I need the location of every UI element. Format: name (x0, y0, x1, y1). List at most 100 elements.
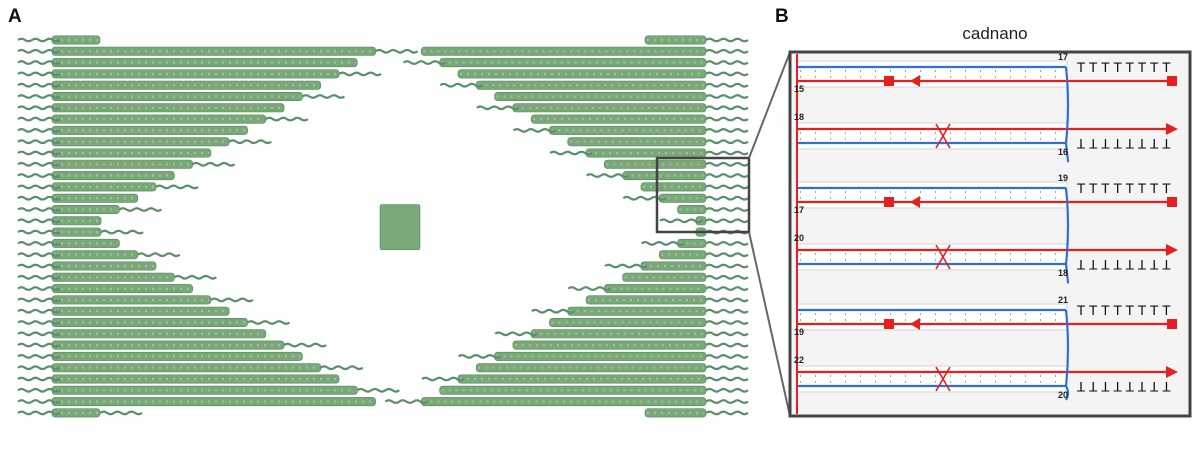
ssdna-tail-outer-left (17, 376, 61, 382)
poly-t-base: T (1076, 257, 1085, 273)
ssdna-tail-inner-left (137, 252, 181, 258)
poly-t-base: T (1162, 302, 1171, 318)
helix-grid (796, 243, 1068, 271)
ssdna-tail-outer-right (705, 274, 749, 280)
ssdna-tail-outer-left (17, 252, 61, 258)
helix-row-right (622, 171, 707, 181)
poly-t-base: T (1125, 257, 1134, 273)
helix-number-left: 15 (794, 84, 804, 94)
scaffold-crossover (1064, 187, 1070, 265)
helix-row-right (567, 306, 707, 316)
ssdna-tail-inner-right (402, 60, 447, 65)
ssdna-tail-outer-left (17, 365, 61, 371)
ssdna-tail-outer-right (705, 94, 749, 99)
poly-t-base: T (1101, 302, 1110, 318)
helix-row-left (51, 171, 175, 181)
ssdna-tail-outer-right (705, 161, 749, 167)
ssdna-tail-outer-left (17, 297, 61, 303)
ssdna-tail-outer-right (705, 252, 749, 258)
ssdna-tail-outer-left (17, 173, 61, 178)
ssdna-tail-outer-right (705, 116, 749, 122)
helix-row-right (622, 272, 707, 282)
ssdna-tail-outer-right (705, 320, 749, 325)
ssdna-tail-outer-left (17, 218, 61, 224)
ssdna-tail-outer-left (17, 241, 61, 246)
helix-number-left: 17 (794, 205, 804, 215)
ssdna-tail-inner-right (567, 286, 612, 291)
scaffold-crossover (1064, 66, 1070, 144)
ssdna-tail-outer-right (705, 37, 749, 43)
ssdna-tail-outer-left (17, 60, 61, 65)
ssdna-tail-inner-left (374, 48, 419, 54)
staple-arrowhead (910, 318, 920, 330)
poly-t-base: T (1137, 379, 1146, 395)
ssdna-tail-outer-right (705, 184, 749, 190)
helix-number-right: 21 (1058, 295, 1068, 305)
helix-grid (796, 60, 1068, 88)
ssdna-tail-inner-left (246, 320, 291, 325)
ssdna-tail-outer-left (17, 207, 61, 212)
poly-t-base: T (1125, 136, 1134, 152)
ssdna-tail-inner-left (173, 274, 218, 280)
poly-t-base: T (1137, 257, 1146, 273)
ssdna-tail-inner-right (585, 173, 630, 178)
zoom-connector-top (748, 51, 791, 159)
ssdna-tail-inner-left (283, 342, 327, 348)
poly-t-base: T (1150, 302, 1159, 318)
poly-t-base: T (1162, 379, 1171, 395)
ssdna-tail-outer-left (17, 139, 61, 145)
ssdna-tail-outer-right (705, 365, 749, 371)
poly-t-base: T (1101, 136, 1110, 152)
staple-end-square (884, 319, 894, 329)
ssdna-tail-inner-right (659, 218, 703, 224)
ssdna-tail-outer-left (17, 331, 61, 337)
helix-number-right: 19 (1058, 173, 1068, 183)
poly-t-base: T (1126, 180, 1135, 196)
staple-crossover (935, 366, 951, 392)
poly-t-base: T (1076, 379, 1085, 395)
ssdna-tail-outer-right (705, 263, 749, 269)
helix-number-left: 19 (794, 327, 804, 337)
poly-t-base: T (1113, 302, 1122, 318)
poly-t-base: T (1150, 180, 1159, 196)
ssdna-tail-outer-right (705, 342, 749, 348)
helix-row-left (51, 272, 175, 282)
scaffold-crossover (1064, 309, 1070, 387)
ssdna-tail-inner-left (99, 410, 143, 416)
poly-t-base: T (1149, 379, 1158, 395)
helix-number-left: 18 (794, 112, 804, 122)
ssdna-tail-outer-left (17, 37, 61, 43)
poly-t-base: T (1162, 257, 1171, 273)
ssdna-tail-outer-left (17, 354, 61, 359)
ssdna-tail-outer-right (705, 71, 749, 77)
staple-crossover (935, 123, 951, 149)
helix-row-left (51, 114, 267, 124)
helix-row-right (439, 385, 707, 395)
ssdna-tail-outer-right (705, 60, 749, 65)
poly-t-base: T (1088, 379, 1097, 395)
ssdna-tail-outer-right (705, 297, 749, 303)
ssdna-tail-inner-left (356, 387, 401, 393)
helix-number-right: 16 (1058, 147, 1068, 157)
staple-arrowhead (910, 75, 920, 87)
poly-t-base: T (1113, 379, 1122, 395)
poly-t-base: T (1101, 59, 1110, 75)
ssdna-tail-outer-left (17, 82, 61, 88)
ssdna-tail-outer-right (705, 354, 749, 359)
helix-row-right (567, 137, 707, 147)
poly-t-base: T (1101, 257, 1110, 273)
ssdna-tail-outer-right (705, 195, 749, 201)
ssdna-tail-inner-left (301, 94, 346, 99)
staple-end-square (1167, 197, 1177, 207)
poly-t-base: T (1101, 379, 1110, 395)
poly-t-base: T (1138, 59, 1147, 75)
zoom-callout (655, 51, 791, 417)
ssdna-tail-inner-right (549, 150, 593, 156)
ssdna-tail-outer-left (17, 48, 61, 54)
staple-arrowhead (1166, 366, 1178, 378)
ssdna-tail-inner-right (604, 263, 648, 269)
zoom-connector-bottom (748, 231, 791, 417)
panel-a-label: A (8, 6, 22, 27)
poly-t-base: T (1125, 379, 1134, 395)
ssdna-tail-outer-right (705, 173, 749, 178)
